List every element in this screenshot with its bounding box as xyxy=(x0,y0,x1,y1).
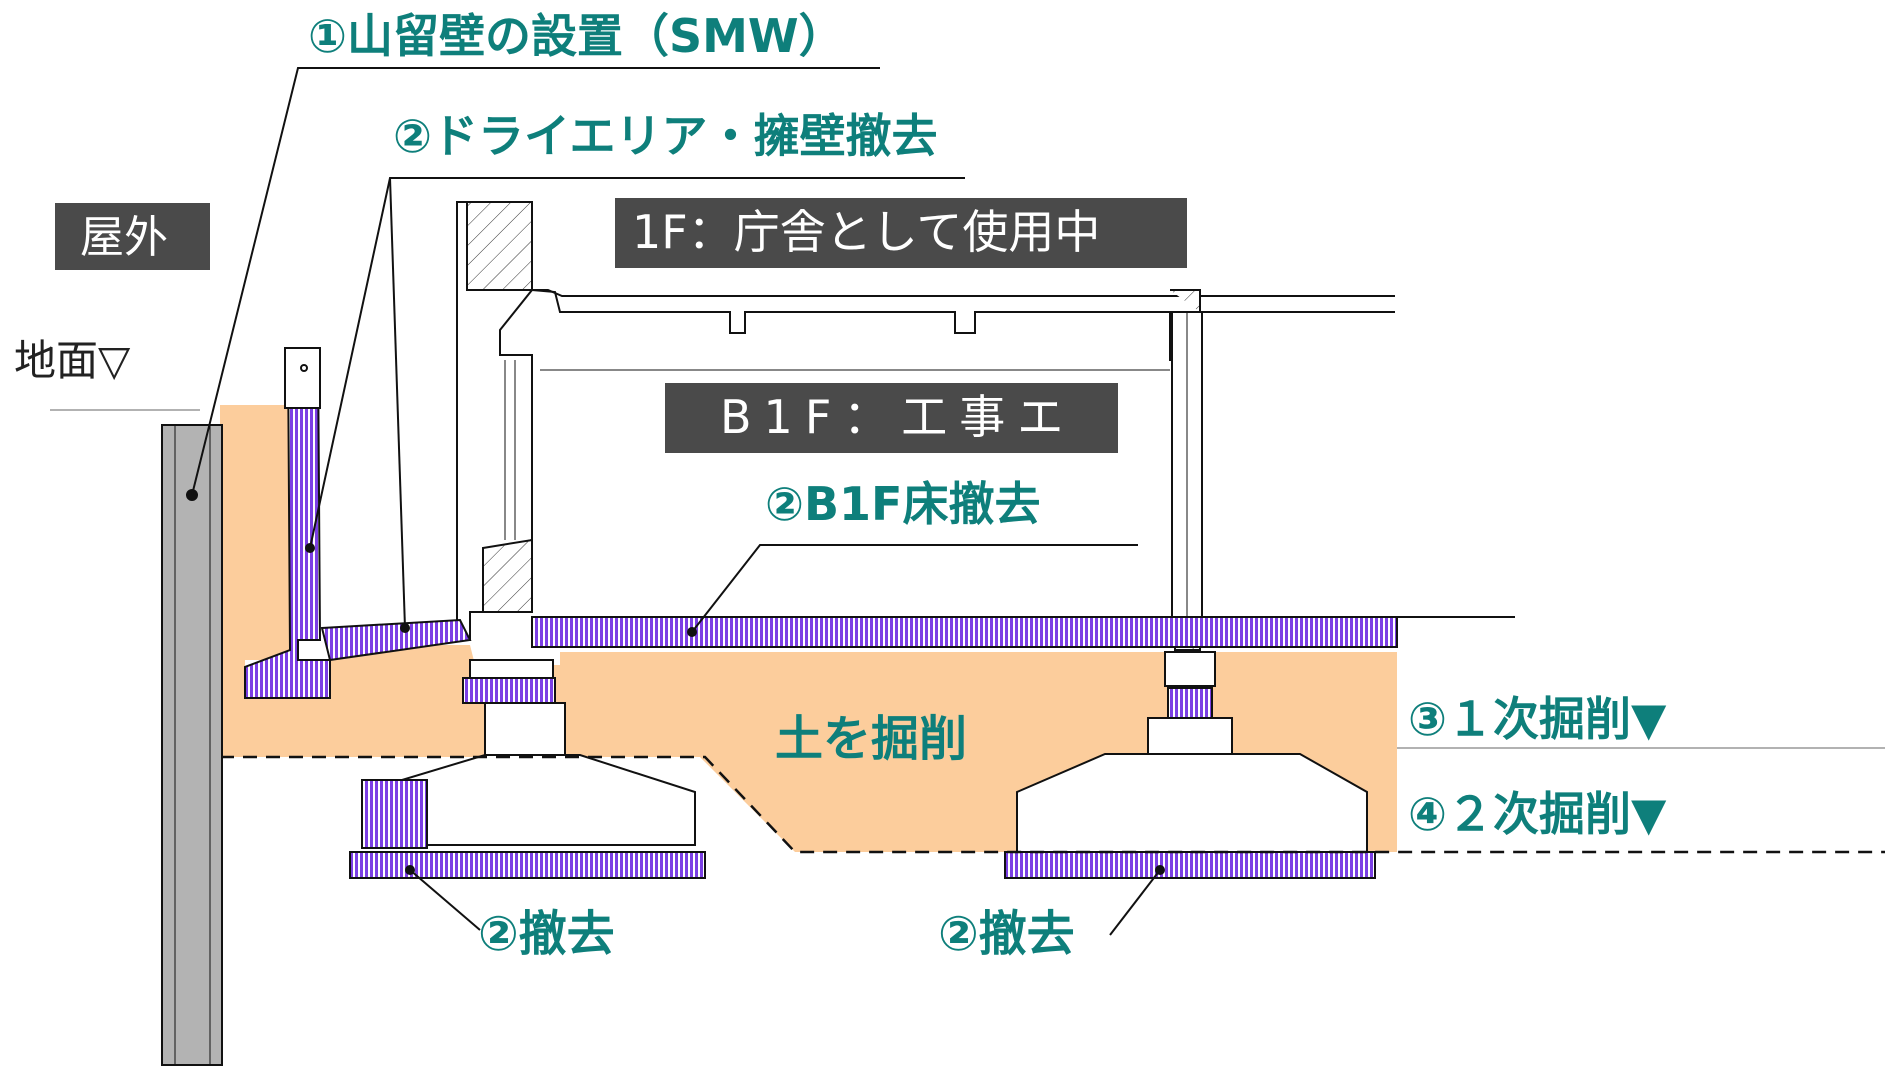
interior-column xyxy=(1171,311,1203,651)
leader-dot xyxy=(400,623,410,633)
first-excavation-label: ③１次掘削▼ xyxy=(1408,692,1667,746)
excavation-lines xyxy=(220,755,1885,854)
leader-dot xyxy=(1155,865,1165,875)
remove-right-label: ②撤去 xyxy=(938,906,1075,962)
smw-pile xyxy=(161,424,223,1066)
leader-dot xyxy=(405,865,415,875)
excavate-soil-label: 土を掘削 xyxy=(775,711,967,767)
b1f-label: B1F：工事エ xyxy=(720,390,1075,444)
second-excavation-label: ④２次掘削▼ xyxy=(1408,787,1667,841)
first-floor-box xyxy=(615,198,1187,268)
outdoor-label: 屋外 xyxy=(80,212,168,263)
smw-label: ①山留壁の設置（SMW） xyxy=(308,9,845,63)
ground-label: 地面▽ xyxy=(14,336,131,385)
dry-area-label: ②ドライエリア・擁壁撤去 xyxy=(393,109,938,163)
first-floor-label: 1F：庁舎として使用中 xyxy=(632,205,1100,259)
b1f-floor-label: ②B1F床撤去 xyxy=(765,477,1040,531)
b1f-floor-slab xyxy=(531,616,1515,648)
right-footing xyxy=(1004,651,1376,879)
leader-dot xyxy=(687,627,697,637)
b1f-box xyxy=(665,383,1118,453)
leader-dot xyxy=(305,543,315,553)
outdoor-box xyxy=(55,203,210,270)
dry-area-retaining-wall xyxy=(244,347,472,699)
building-wall xyxy=(456,201,533,641)
remove-left-label: ②撤去 xyxy=(478,906,615,962)
leader-lines xyxy=(191,67,1161,936)
first-floor-slab xyxy=(531,289,1395,371)
